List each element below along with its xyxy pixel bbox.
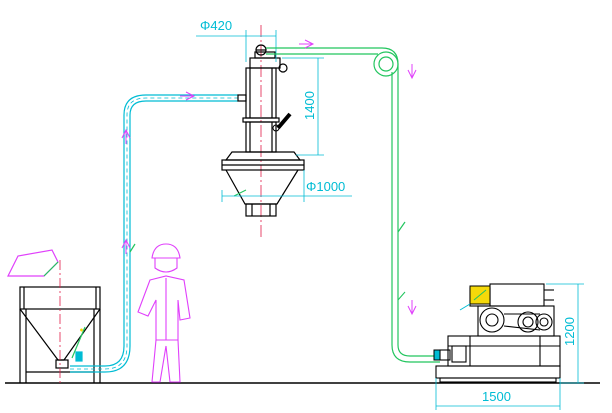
suction-pipe [70, 94, 238, 373]
flow-arrow-icon [121, 91, 196, 254]
material-bag [7, 249, 59, 277]
valve-icon [433, 349, 441, 361]
pump-height-dimension [546, 283, 584, 384]
pump-width-dimension [435, 378, 561, 410]
feed-hopper [7, 249, 101, 383]
vacuum-receiver [221, 44, 305, 217]
hopper-diameter-label: Φ1000 [306, 179, 345, 194]
receiver-height-dimension [282, 57, 324, 156]
flow-arrow-icon [299, 39, 417, 316]
receiver-diameter-label: Φ420 [200, 18, 232, 33]
receiver-diameter-dimension [196, 30, 277, 62]
operator-figure [137, 243, 191, 383]
receiver-height-label: 1400 [302, 91, 317, 120]
pump-height-label: 1200 [562, 317, 577, 346]
pump-width-label: 1500 [482, 389, 511, 404]
exhaust-pipe [266, 47, 440, 363]
level-sensor [272, 112, 292, 132]
vacuum-pump-unit [435, 283, 561, 383]
hopper-sparkle [80, 328, 83, 332]
hopper-diameter-dimension [221, 170, 352, 202]
